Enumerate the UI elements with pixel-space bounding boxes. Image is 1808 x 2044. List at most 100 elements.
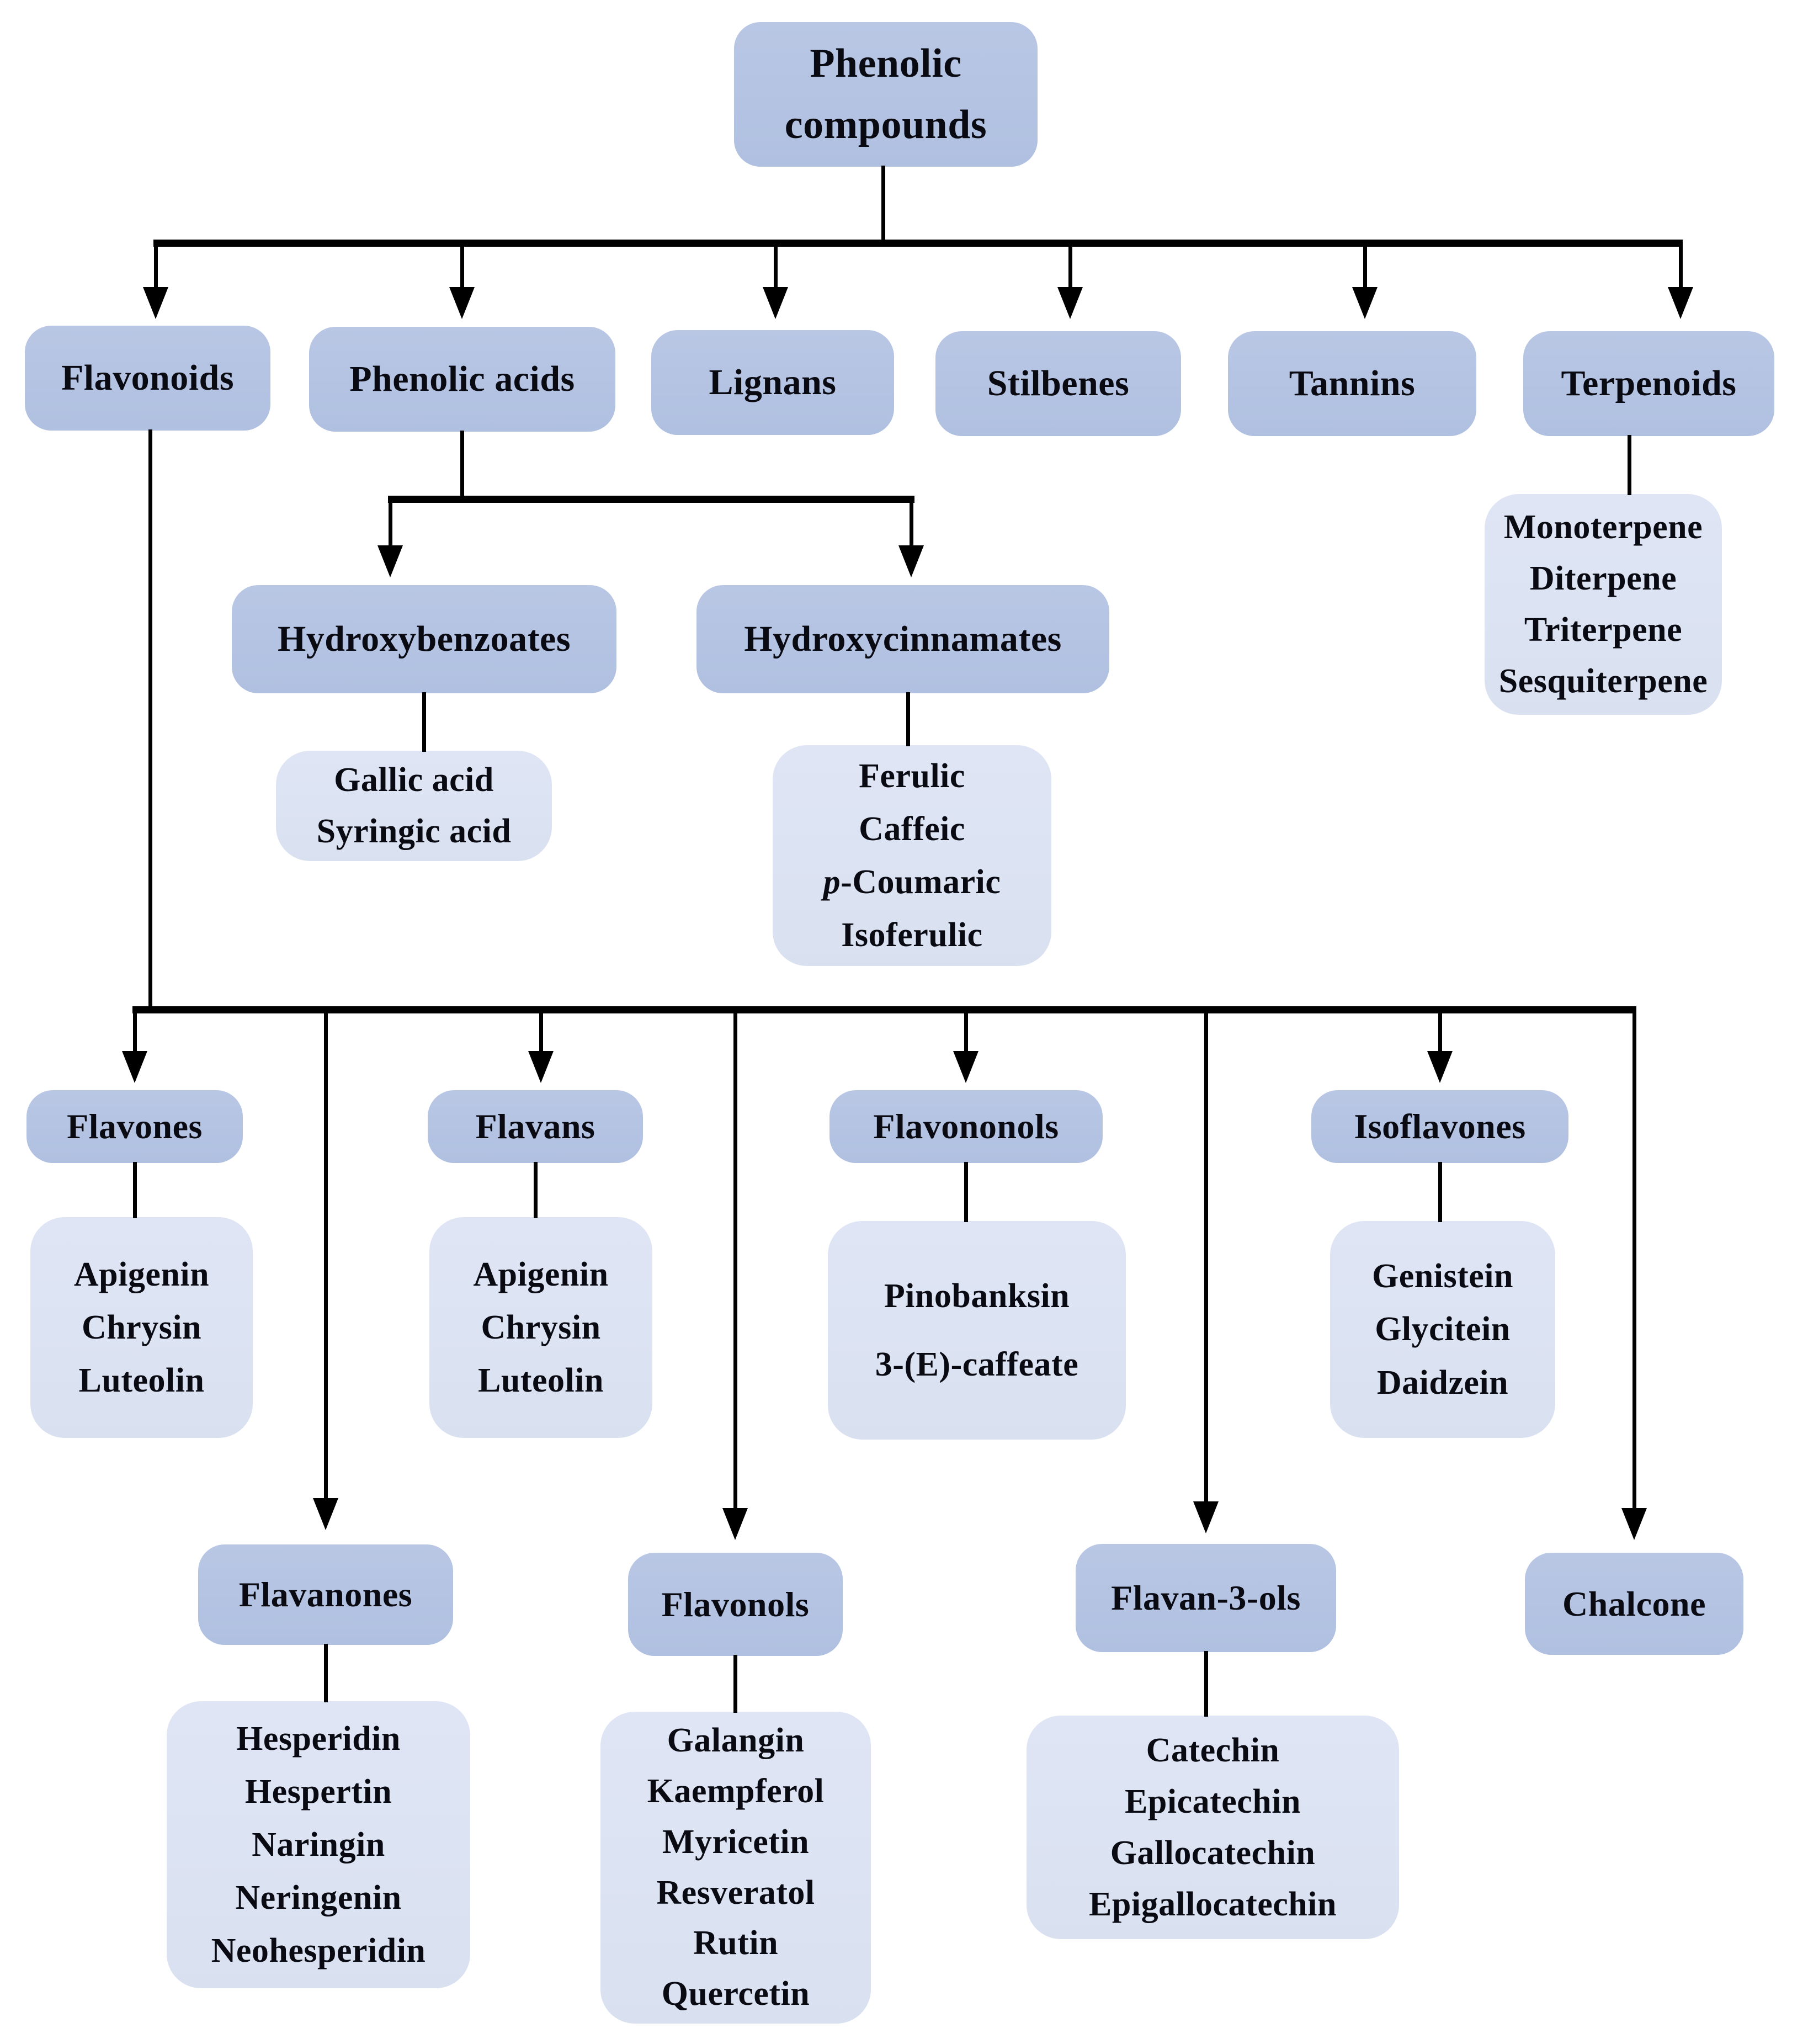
- arrowhead-down-icon-to-hydroxybenzoates: [377, 545, 403, 577]
- arrowhead-down-icon-to-flavononols: [953, 1051, 979, 1083]
- branch-bar-phenolic-acids-branch-bar: [388, 496, 914, 503]
- node-terpenoids: Terpenoids: [1523, 331, 1774, 436]
- node-flavononols: Flavononols: [829, 1090, 1103, 1163]
- node-flavonols: Flavonols: [628, 1553, 843, 1656]
- node-text-line: Apigenin: [473, 1255, 609, 1293]
- branch-bar-flavonoids-branch-bar: [132, 1006, 1636, 1013]
- node-text-line: Flavonoids: [61, 357, 235, 398]
- node-text-line: Flavononols: [873, 1107, 1059, 1146]
- node-text-line: Phenolic: [810, 41, 962, 86]
- node-text-line: Sesquiterpene: [1498, 662, 1708, 700]
- connector-isoflavones-stem: [1438, 1162, 1442, 1222]
- arrowhead-down-icon-to-isoflavones: [1427, 1051, 1453, 1083]
- node-text-line: Glycitein: [1375, 1310, 1511, 1348]
- node-text-line: Flavanones: [238, 1575, 413, 1615]
- node-text-line: Terpenoids: [1561, 363, 1737, 404]
- node-text-line: Kaempferol: [647, 1772, 825, 1810]
- node-text-line: Galangin: [667, 1722, 805, 1760]
- connector-flavanones-stem: [323, 1644, 328, 1702]
- node-text-line: Daidzein: [1376, 1363, 1509, 1401]
- arrowhead-down-icon-to-flavonols: [722, 1508, 748, 1540]
- arrow-stem-to-flavonoids: [153, 243, 158, 290]
- node-text-line: Flavonols: [661, 1584, 810, 1624]
- connector-flavans-stem: [533, 1162, 538, 1218]
- node-text-line: Syringic acid: [316, 813, 512, 850]
- node-text-line: p-Coumaric: [823, 863, 1001, 901]
- node-text-line: Chalcone: [1562, 1584, 1706, 1623]
- arrowhead-down-icon-to-hydroxycinnamates: [898, 545, 924, 577]
- node-phenolic-acids: Phenolic acids: [309, 327, 615, 432]
- node-text-line: Hydroxycinnamates: [744, 618, 1062, 659]
- node-chalcone: Chalcone: [1525, 1553, 1743, 1655]
- node-stilbenes: Stilbenes: [935, 331, 1181, 436]
- arrowhead-down-icon-to-stilbenes: [1057, 287, 1083, 319]
- node-text-line: Myricetin: [662, 1823, 810, 1861]
- node-tannins: Tannins: [1228, 331, 1476, 436]
- arrow-stem-to-flavans: [539, 1010, 543, 1054]
- connector-flavononols-stem: [964, 1162, 968, 1222]
- node-text-line: Triterpene: [1524, 611, 1683, 649]
- connector-hydroxybenzoates-stem: [422, 692, 426, 752]
- node-text-line: Epicatechin: [1125, 1782, 1301, 1820]
- node-text-line: Hydroxybenzoates: [277, 618, 571, 659]
- node-phenolic-compounds: Phenolic compounds: [734, 22, 1038, 167]
- arrow-stem-to-flavanones: [323, 1010, 328, 1501]
- arrowhead-down-icon-to-chalcone: [1621, 1508, 1647, 1540]
- node-text-line: Rutin: [693, 1924, 779, 1962]
- node-text-line: Apigenin: [73, 1255, 210, 1293]
- node-text-line: Phenolic acids: [349, 358, 575, 399]
- node-hydroxybenzoates: Hydroxybenzoates: [232, 585, 616, 693]
- node-text-line: Hesperidin: [236, 1719, 401, 1758]
- node-text-line: Isoflavones: [1354, 1107, 1526, 1146]
- arrowhead-down-icon-to-flavan-3-ols: [1193, 1501, 1219, 1533]
- node-flavans: Flavans: [428, 1090, 643, 1163]
- node-text-line: Ferulic: [859, 757, 965, 795]
- node-text-line: Diterpene: [1529, 560, 1677, 597]
- connector-flavonoids-stem: [148, 429, 152, 1010]
- node-text-line: 3-(E)-caffeate: [875, 1346, 1079, 1383]
- arrowhead-down-icon-to-phenolic-acids: [449, 287, 475, 319]
- connector-flavonols-stem: [733, 1655, 737, 1713]
- node-flavones: Flavones: [26, 1090, 243, 1163]
- node-text-line: Resveratol: [656, 1873, 815, 1912]
- node-lignans: Lignans: [651, 330, 894, 435]
- node-text-line: Lignans: [709, 362, 837, 402]
- arrow-stem-to-chalcone: [1632, 1010, 1636, 1511]
- arrow-stem-to-flavones: [132, 1010, 137, 1054]
- connector-hydroxycinnamates-stem: [906, 692, 910, 746]
- node-text-line: Hespertin: [244, 1772, 392, 1811]
- node-text-line: Luteolin: [78, 1362, 205, 1400]
- arrow-stem-to-phenolic-acids: [460, 243, 464, 290]
- node-text-line: Caffeic: [859, 810, 965, 848]
- node-text-line: Neohesperidin: [211, 1932, 426, 1970]
- arrowhead-down-icon-to-flavanones: [313, 1498, 338, 1530]
- node-text-line: Monoterpene: [1503, 508, 1703, 546]
- arrowhead-down-icon-to-flavones: [122, 1051, 147, 1083]
- arrow-stem-to-lignans: [773, 243, 778, 290]
- branch-bar-root-branch-bar: [153, 240, 1683, 247]
- connector-flavones-stem: [132, 1162, 137, 1218]
- node-hydroxycinnamates: Hydroxycinnamates: [696, 585, 1109, 693]
- connector-flavan-3-ols-stem: [1204, 1651, 1208, 1717]
- arrowhead-down-icon-to-flavans: [528, 1051, 554, 1083]
- arrow-stem-to-flavononols: [964, 1010, 968, 1054]
- node-text-line: Chrysin: [81, 1308, 202, 1346]
- node-text-line: Isoferulic: [841, 916, 983, 954]
- node-text-line: Gallic acid: [334, 761, 494, 799]
- node-text-line: compounds: [784, 102, 987, 147]
- node-text-line: Stilbenes: [987, 363, 1130, 404]
- node-text-line: Neringenin: [235, 1879, 402, 1917]
- node-flavanones: Flavanones: [198, 1544, 453, 1645]
- connector-terpenoids-stem: [1627, 435, 1631, 495]
- node-text-line: Gallocatechin: [1110, 1834, 1316, 1872]
- arrow-stem-to-hydroxycinnamates: [909, 498, 913, 549]
